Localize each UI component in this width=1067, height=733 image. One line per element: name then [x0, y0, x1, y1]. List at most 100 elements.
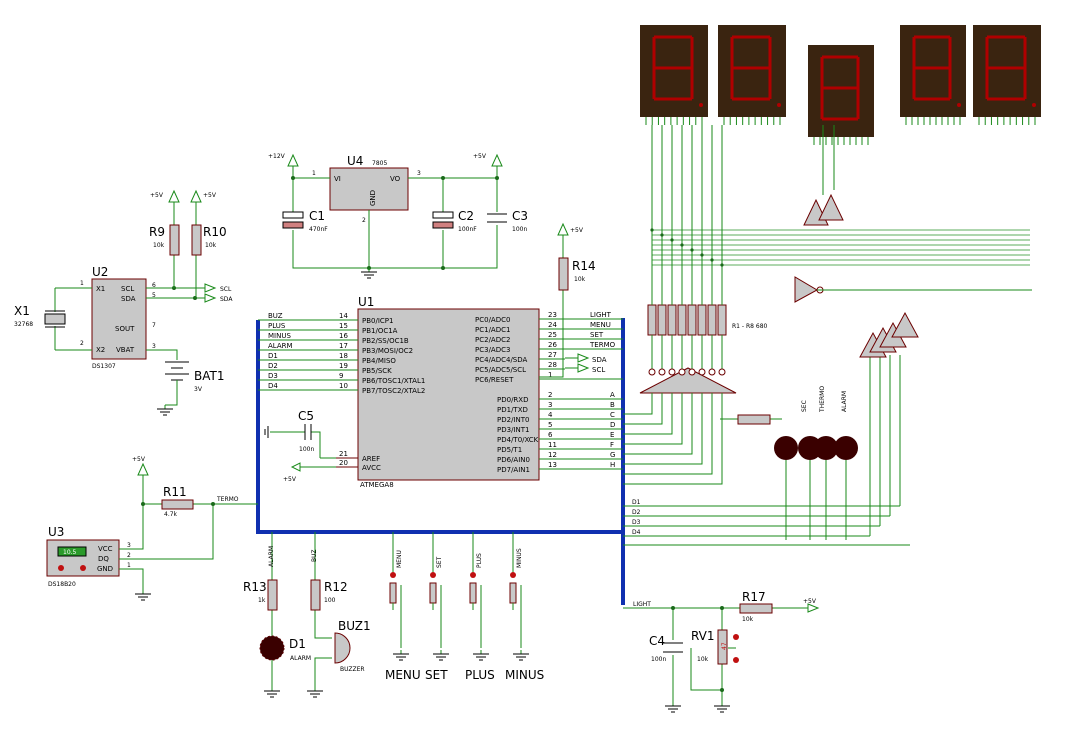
junction [670, 238, 674, 242]
sensor-pin-vcc: VCC [98, 545, 113, 553]
button-label: MINUS [505, 668, 544, 682]
avcc-supply: +5V [283, 476, 297, 483]
indicator-label: ALARM [841, 391, 848, 412]
inverter-buffer [794, 276, 819, 303]
mcu-left-num: 14 [339, 312, 348, 320]
light-circuit: LIGHT R17 10k +5V C4 100n 47 RV1 10k [623, 590, 820, 702]
array-resistor [697, 304, 707, 336]
driver-bubble [668, 368, 676, 376]
crystal-ref: X1 [14, 304, 30, 318]
crystal-value: 32768 [14, 321, 33, 328]
digit-net: D1 [632, 499, 641, 506]
mcu-ref: U1 [358, 295, 374, 309]
mcu-right-num: 6 [548, 431, 553, 439]
r14-ref: R14 [572, 259, 596, 273]
junction [720, 263, 724, 267]
button-net-label: SET [436, 556, 443, 568]
reg-out-supply: +5V [473, 153, 487, 160]
r14-resistor: +5V R14 10k [539, 222, 596, 378]
button-net-label: MENU [396, 550, 403, 568]
mcu-right-num: 28 [548, 361, 557, 369]
r14-value: 10k [574, 276, 586, 283]
mcu-right-num: 25 [548, 331, 557, 339]
indicator-led [834, 436, 858, 460]
mcu-right-net: C [610, 411, 615, 419]
mcu-left-fn: PB3/MOSI/OC2 [362, 347, 413, 355]
r9-value: 10k [153, 242, 165, 249]
mcu-right-fn: PD0/RXD [497, 396, 528, 404]
sensor-supply: +5V [132, 456, 146, 463]
display-4 [900, 25, 966, 117]
digit-net: D3 [632, 519, 641, 526]
aref-pin-label: AREF [362, 455, 380, 463]
segment-line [623, 393, 663, 425]
button-body[interactable] [389, 582, 397, 604]
mcu-left-fn: PB1/OC1A [362, 327, 398, 335]
sensor-ref: U3 [48, 525, 64, 539]
reg-num-gnd: 2 [362, 217, 366, 224]
reg-in-supply: +12V [268, 153, 286, 160]
mcu-right-fn: PD7/AIN1 [497, 466, 530, 474]
mcu-part: ATMEGA8 [360, 481, 394, 489]
indicator-led [814, 436, 838, 460]
reg-num-in: 1 [312, 170, 316, 177]
button-net-label: MINUS [516, 548, 523, 568]
mcu-right-net: H [610, 461, 615, 469]
mcu-right-num: 5 [548, 421, 552, 429]
junction [690, 248, 694, 252]
button-label: MENU [385, 668, 421, 682]
mcu-right-fn: PC1/ADC1 [475, 326, 510, 334]
led-label: ALARM [290, 655, 311, 662]
button-body[interactable] [509, 582, 517, 604]
mcu-right-net: SCL [592, 366, 605, 374]
mcu-right-num: 23 [548, 311, 557, 319]
segment-line [623, 393, 693, 455]
rtc-pin-x1: X1 [96, 285, 105, 293]
mcu-left-num: 15 [339, 322, 348, 330]
mcu-left-fn: PB4/MISO [362, 357, 396, 365]
driver-bubble [658, 368, 666, 376]
decimal-point [777, 103, 781, 107]
ground-symbols [135, 268, 730, 713]
rtc-part: DS1307 [92, 363, 116, 370]
display-1 [640, 25, 708, 117]
mcu-right-fn: PC5/ADC5/SCL [475, 366, 526, 374]
r12-net: BUZ [311, 549, 318, 562]
mcu-right-num: 26 [548, 341, 557, 349]
segment-driver [639, 367, 737, 394]
mcu-left-num: 18 [339, 352, 348, 360]
segment-line [623, 393, 723, 485]
r11-ref: R11 [163, 485, 187, 499]
seven-segment-displays [640, 25, 1041, 145]
button-body[interactable] [469, 582, 477, 604]
c3-value: 100n [512, 226, 527, 233]
reg-ref: U4 [347, 154, 363, 168]
driver-bubble [708, 368, 716, 376]
button-body[interactable] [429, 582, 437, 604]
display-3 [808, 45, 874, 137]
sensor-part: DS18B20 [48, 581, 76, 588]
alarm-led-circuit: ALARM R13 1k D1 ALARM [243, 532, 311, 687]
segment-line [623, 393, 683, 445]
junction [710, 258, 714, 262]
mcu-right-fn: PC2/ADC2 [475, 336, 510, 344]
mcu-right-net: MENU [590, 321, 611, 329]
reg-num-out: 3 [417, 170, 421, 177]
c4-value: 100n [651, 656, 666, 663]
buzzer-circuit: BUZ R12 100 BUZ1 BUZZER [310, 532, 371, 687]
r12-ref: R12 [324, 580, 348, 594]
c1-value: 470nF [309, 226, 328, 233]
aref-pin-number: 21 [339, 450, 348, 458]
mcu-right-fn: PD2/INT0 [497, 416, 529, 424]
mcu-right-num: 1 [548, 371, 552, 379]
mcu-left-net: BUZ [268, 312, 283, 320]
rarray-ref: R1 - R8 680 [732, 323, 768, 330]
pot-pin: 47 [721, 642, 728, 650]
avcc-pin-label: AVCC [362, 464, 381, 472]
mcu-right-net: LIGHT [590, 311, 612, 319]
rtc-num-sda: 5 [152, 292, 156, 299]
sensor-u3: 10.5 U3 DS18B20 VCC DQ GND 3 2 1 +5V R11… [46, 456, 258, 590]
